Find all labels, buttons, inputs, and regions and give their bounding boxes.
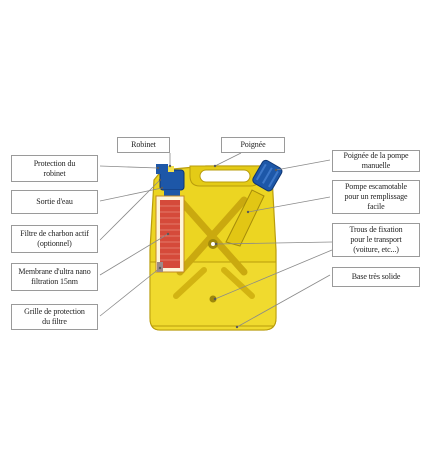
label-protection-robinet: Protection du robinet	[11, 155, 98, 182]
filter-cartridge	[155, 195, 185, 273]
label-pompe: Pompe escamotable pour un remplissage fa…	[332, 180, 420, 214]
leader-lines	[99, 152, 333, 328]
pump-tube	[225, 159, 283, 247]
label-membrane: Membrane d'ultra nano filtration 15nm	[11, 263, 98, 291]
label-sortie-eau: Sortie d'eau	[11, 190, 98, 214]
label-poignee-pompe: Poignée de la pompe manuelle	[332, 150, 420, 172]
label-robinet: Robinet	[117, 137, 170, 153]
leader-dots	[156, 164, 278, 329]
label-base: Base très solide	[332, 267, 420, 287]
label-trous: Trous de fixation pour le transport (voi…	[332, 223, 420, 257]
label-filtre-charbon: Filtre de charbon actif (optionnel)	[11, 225, 98, 253]
label-poignee: Poignée	[221, 137, 285, 153]
label-grille: Grille de protection du filtre	[11, 304, 98, 330]
